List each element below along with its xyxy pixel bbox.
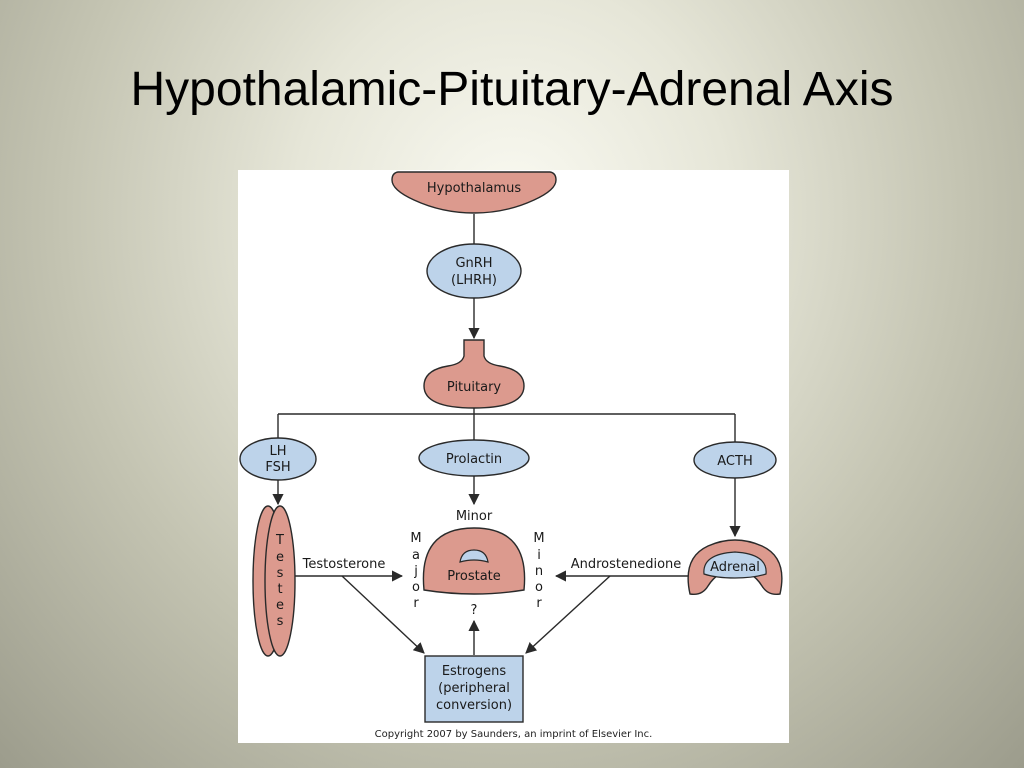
gnrh-node	[426, 243, 522, 299]
estrogens-label-line3: conversion)	[436, 698, 512, 713]
arrow-adrenal-estrogens	[525, 575, 611, 654]
testosterone-label: Testosterone	[302, 557, 386, 572]
testes-node	[252, 505, 296, 657]
pituitary-label: Pituitary	[447, 380, 502, 395]
lh-fsh-label-line1: LH	[269, 444, 286, 459]
major-letter: a	[412, 548, 420, 563]
androstenedione-label: Androstenedione	[571, 557, 682, 572]
estrogens-label-line2: (peripheral	[438, 681, 510, 696]
testes-label: T e s t e s	[275, 533, 284, 629]
minor-top-label: Minor	[456, 509, 493, 524]
lh-fsh-node	[239, 437, 317, 481]
testes-letter: s	[277, 614, 284, 629]
connector-lines	[272, 214, 741, 655]
major-letter: M	[410, 531, 421, 546]
major-label: M a j o r	[410, 531, 421, 611]
gnrh-label-line1: GnRH	[455, 256, 492, 271]
adrenal-inner	[703, 551, 767, 579]
hypothalamus-label: Hypothalamus	[427, 181, 521, 196]
lh-fsh-label-line2: FSH	[265, 460, 290, 475]
minor-letter: r	[536, 596, 542, 611]
gnrh-label-line2: (LHRH)	[451, 273, 497, 288]
minor-letter: o	[535, 580, 543, 595]
acth-node	[693, 441, 777, 479]
minor-letter: i	[537, 548, 541, 563]
urethra-shape	[459, 549, 489, 563]
slide-title: Hypothalamic-Pituitary-Adrenal Axis	[130, 63, 894, 116]
major-letter: o	[412, 580, 420, 595]
prostate-node	[422, 527, 526, 595]
copyright-note: Copyright 2007 by Saunders, an imprint o…	[374, 729, 653, 740]
minor-letter: M	[533, 531, 544, 546]
estrogens-node	[424, 655, 524, 723]
major-letter: r	[413, 596, 419, 611]
hypothalamus-node	[391, 171, 557, 214]
diagram-canvas: Hypothalamus GnRH (LHRH) Pituitary LH FS…	[239, 171, 783, 723]
testes-letter: T	[275, 533, 284, 548]
testes-letter: s	[277, 566, 284, 581]
testes-letter: e	[276, 598, 284, 613]
question-label: ?	[471, 603, 478, 618]
adrenal-label: Adrenal	[710, 560, 760, 575]
estrogens-label-line1: Estrogens	[442, 664, 507, 679]
minor-vertical-label: M i n o r	[533, 531, 544, 611]
pituitary-node	[423, 339, 525, 409]
prolactin-node	[418, 439, 530, 477]
minor-letter: n	[535, 564, 543, 579]
diagram-figure: Hypothalamus GnRH (LHRH) Pituitary LH FS…	[238, 170, 789, 743]
prolactin-label: Prolactin	[446, 452, 502, 467]
major-letter: j	[413, 564, 418, 579]
arrow-testes-estrogens	[341, 575, 425, 654]
prostate-label: Prostate	[447, 569, 501, 584]
testes-letter: t	[277, 582, 282, 597]
testes-letter: e	[276, 550, 284, 565]
acth-label: ACTH	[717, 454, 752, 469]
